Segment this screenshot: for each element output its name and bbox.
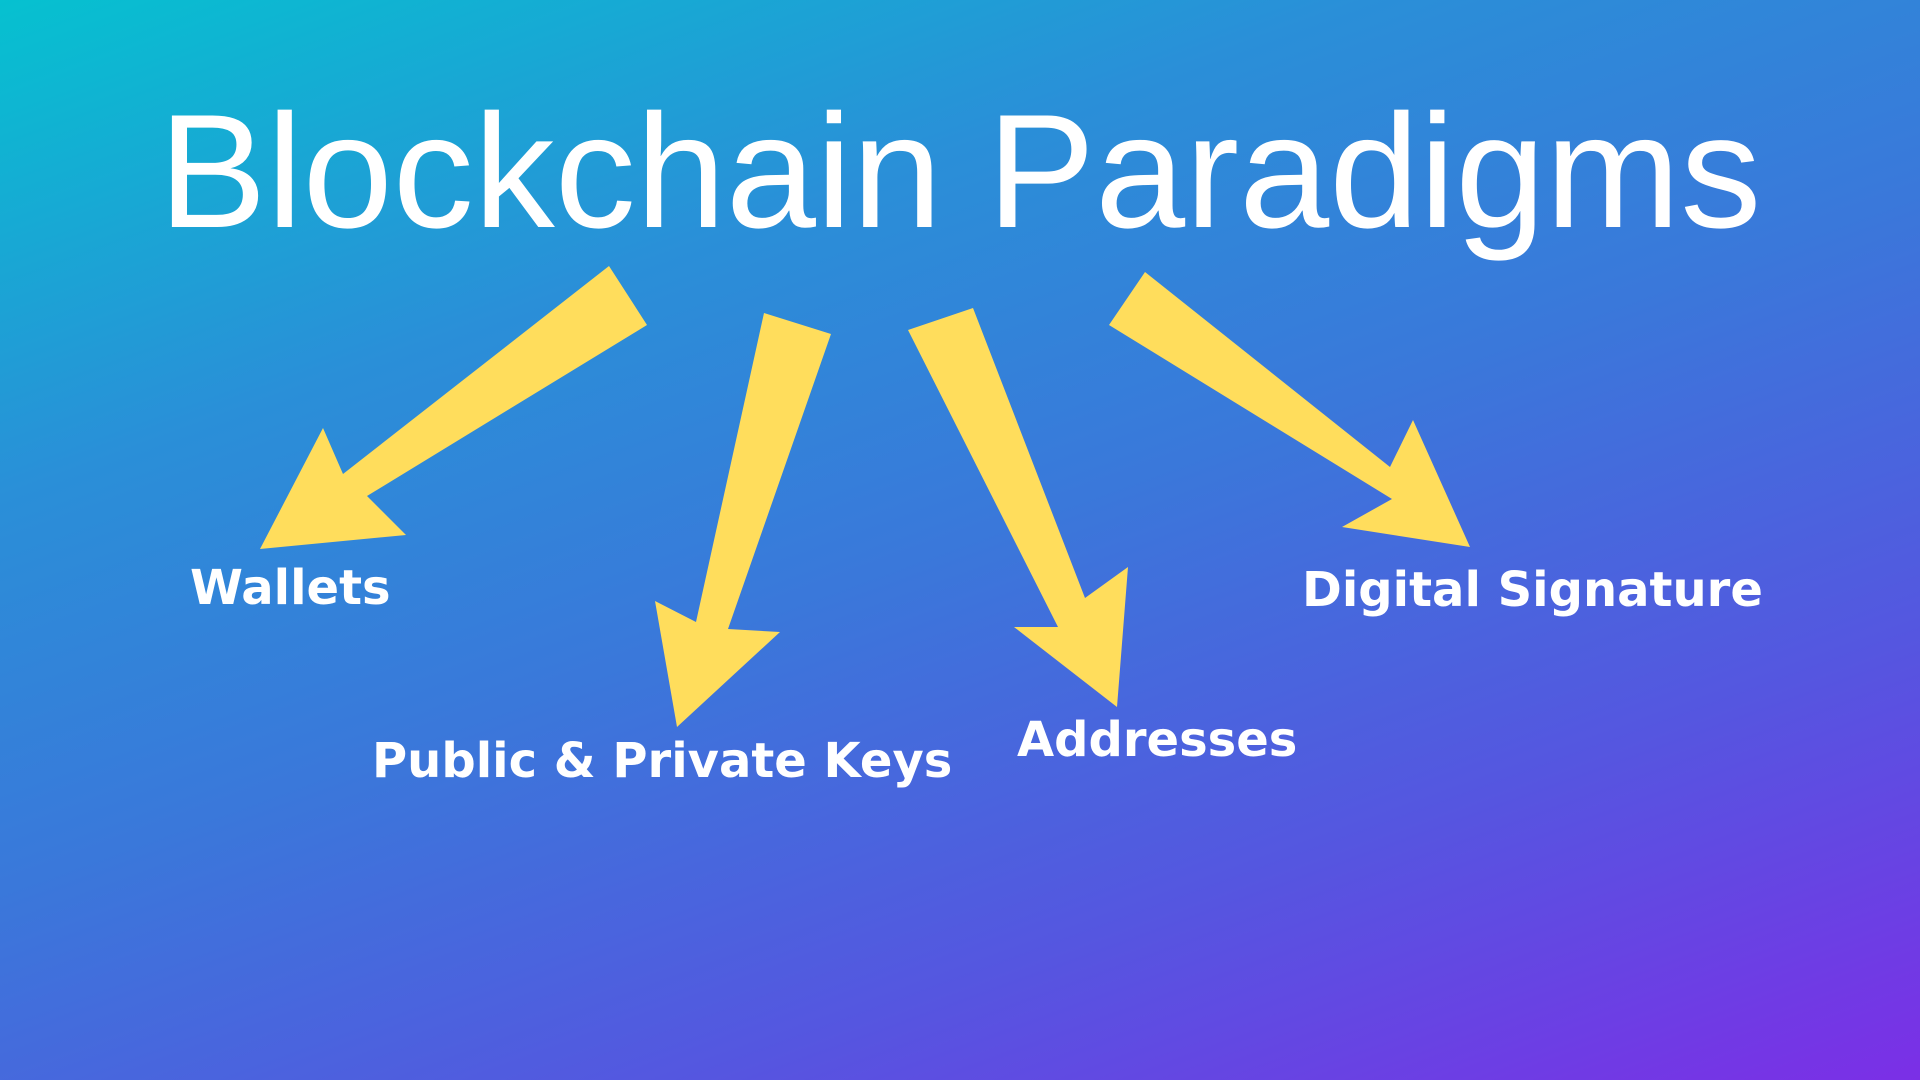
- topic-label-public-private-keys: Public & Private Keys: [372, 733, 953, 789]
- slide-title: Blockchain Paradigms: [158, 81, 1762, 262]
- arrow-to-signature: [1109, 272, 1470, 547]
- topic-label-wallets: Wallets: [190, 560, 391, 616]
- topic-label-digital-signature: Digital Signature: [1302, 562, 1763, 618]
- arrow-to-wallets: [260, 266, 647, 549]
- arrow-to-keys: [655, 313, 831, 727]
- arrow-to-addresses: [908, 308, 1128, 707]
- topic-label-addresses: Addresses: [1017, 712, 1298, 768]
